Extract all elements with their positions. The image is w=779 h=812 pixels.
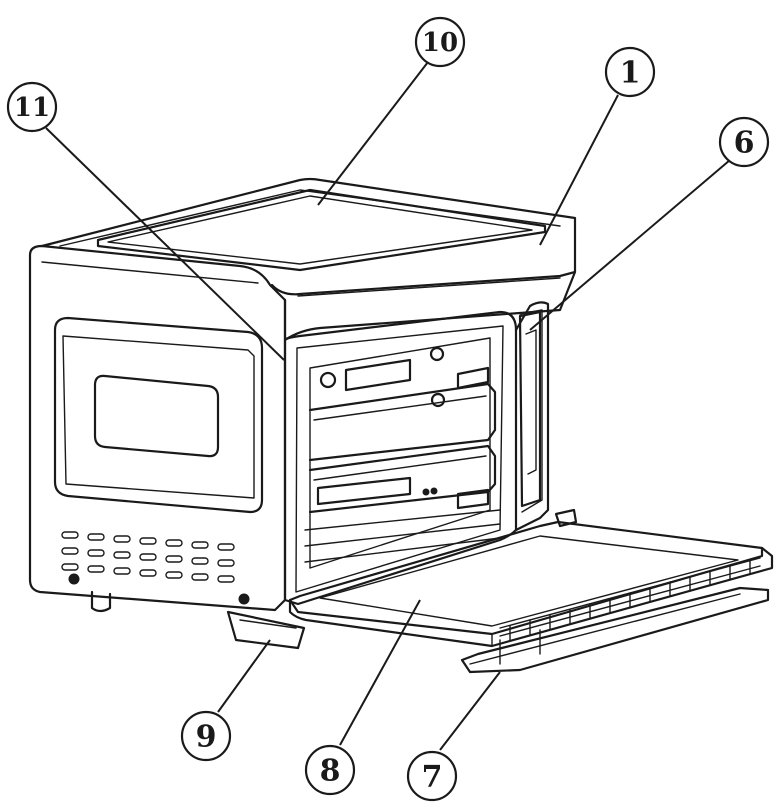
callout-label-9: 9 [196,720,217,755]
callout-label-6: 6 [734,126,755,161]
callout-7: 7 [406,750,458,802]
callout-label-10: 10 [422,28,458,58]
side-vents [61,531,235,583]
oven-body [28,244,306,650]
callout-11: 11 [6,81,58,133]
callout-10: 10 [414,16,466,68]
oven-cavity [283,310,518,606]
callout-1: 1 [604,46,656,98]
callout-6: 6 [718,116,770,168]
leader-lines [45,61,731,751]
door-vents [499,557,761,641]
callout-label-8: 8 [320,754,341,789]
callout-label-7: 7 [422,760,443,795]
callout-9: 9 [180,710,232,762]
oven-door [288,508,774,674]
callout-label-11: 11 [14,93,50,123]
right-side-frame [514,301,550,532]
callout-label-1: 1 [620,56,641,91]
door-handle [460,586,770,674]
callout-8: 8 [304,744,356,796]
